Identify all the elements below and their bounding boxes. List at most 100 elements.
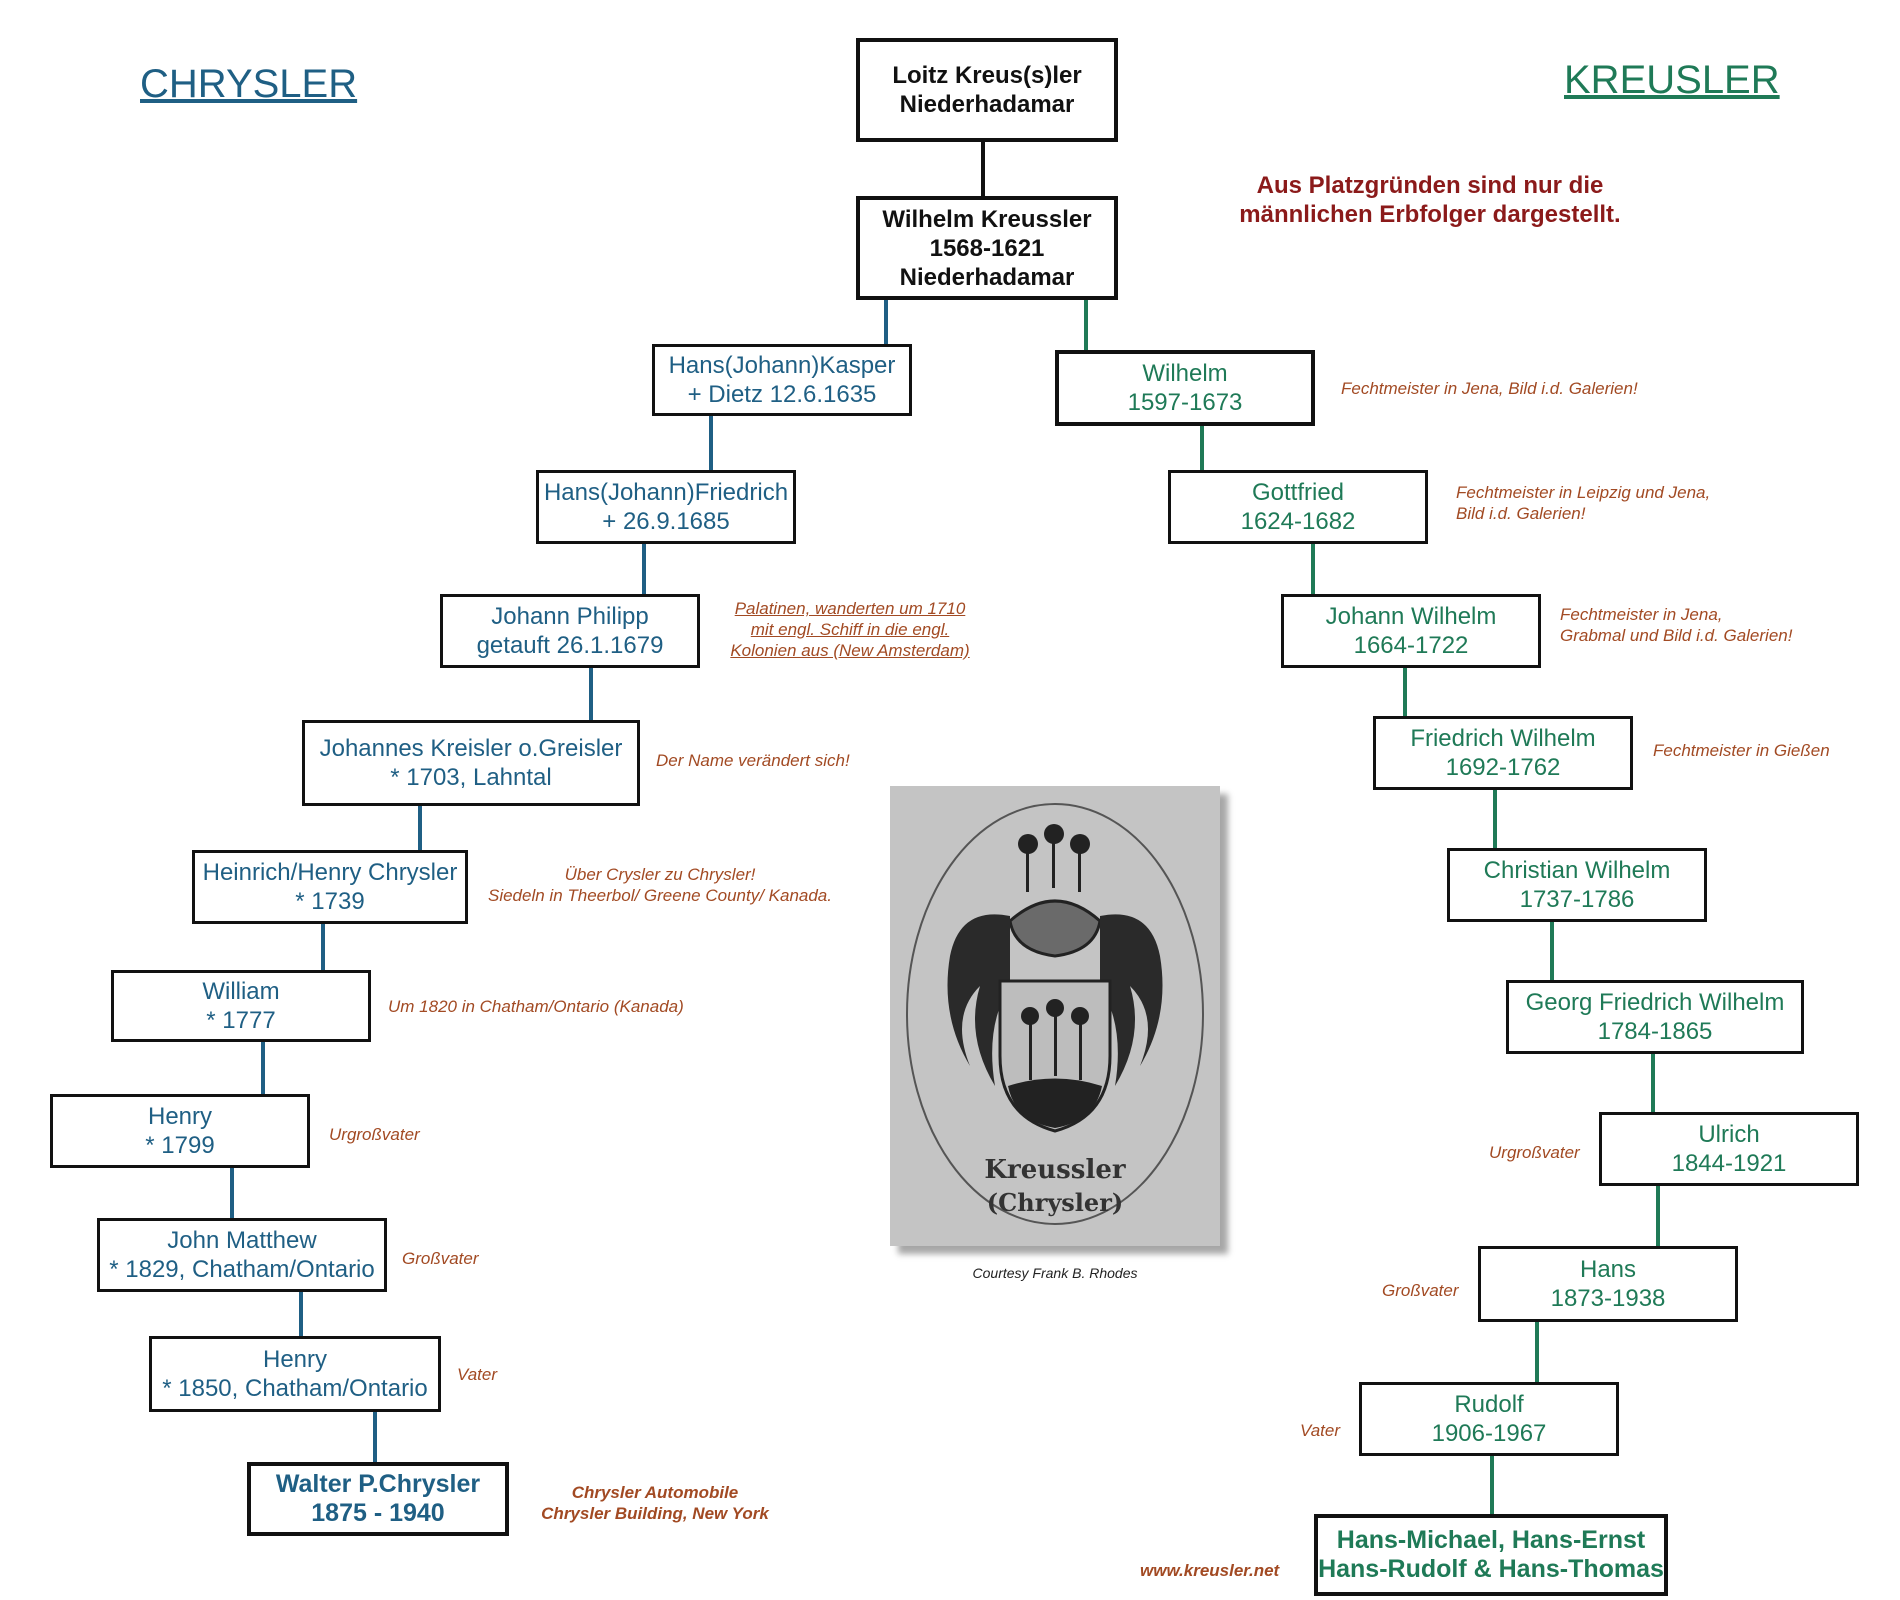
connector-kreusler-start (1084, 298, 1088, 352)
note-vater-chrysler: Vater (457, 1365, 498, 1384)
node-wilhelm-1597: Wilhelm 1597-1673 (1055, 350, 1315, 426)
coat-of-arms-drawing: Kreussler (Chrysler) (906, 803, 1204, 1225)
mantling-left (947, 914, 1010, 1086)
helmet (1008, 899, 1102, 958)
node-friedrich-wilhelm: Friedrich Wilhelm 1692-1762 (1373, 716, 1633, 790)
node-detail: * 1777 (206, 1007, 276, 1034)
node-christian-wilhelm: Christian Wilhelm 1737-1786 (1447, 848, 1707, 922)
notice-line: männlichen Erbfolger dargestellt. (1239, 201, 1621, 228)
connector-kreusler (1403, 666, 1407, 716)
node-name: Georg Friedrich Wilhelm (1525, 989, 1785, 1016)
note-grossvater-kreusler: Großvater (1382, 1281, 1459, 1300)
node-name: Friedrich Wilhelm (1410, 725, 1596, 752)
node-william: William * 1777 (111, 970, 371, 1042)
note-line: Palatinen, wanderten um 1710 (734, 599, 966, 618)
node-name: Johann Wilhelm (1325, 603, 1497, 630)
note-line: Chrysler Automobile (571, 1483, 739, 1502)
node-henry-1799: Henry * 1799 (50, 1094, 310, 1168)
connector-kreusler (1550, 920, 1554, 980)
note-line: Siedeln in Theerbol/ Greene County/ Kana… (487, 886, 832, 905)
node-detail: 1873-1938 (1550, 1285, 1666, 1312)
coat-of-arms-image: Kreussler (Chrysler) (890, 786, 1220, 1246)
node-hans-johann-friedrich: Hans(Johann)Friedrich + 26.9.1685 (536, 470, 796, 544)
note-fechtmeister-giessen: Fechtmeister in Gießen (1653, 741, 1830, 760)
node-name: Henry (262, 1346, 328, 1373)
coat-of-arms-text-kreussler: Kreussler (984, 1155, 1125, 1185)
node-detail: * 1739 (295, 888, 365, 915)
note-fechtmeister-leipzig: Fechtmeister in Leipzig und Jena, Bild i… (1456, 482, 1710, 524)
note-palatinen: Palatinen, wanderten um 1710 mit engl. S… (720, 598, 980, 661)
node-detail: getauft 26.1.1679 (476, 632, 664, 659)
node-detail: 1784-1865 (1597, 1018, 1713, 1045)
connector-chrysler (709, 414, 713, 470)
note-urgrossvater-chrysler: Urgroßvater (329, 1125, 420, 1144)
node-johannes-kreisler: Johannes Kreisler o.Greisler * 1703, Lah… (302, 720, 640, 806)
node-name: Wilhelm (1142, 360, 1228, 387)
crest-flowers (1018, 824, 1090, 892)
node-detail: * 1850, Chatham/Ontario (162, 1375, 428, 1402)
connector-chrysler (373, 1410, 377, 1462)
connector-kreusler (1200, 424, 1204, 470)
space-notice: Aus Platzgründen sind nur die männlichen… (1230, 171, 1630, 229)
connector-chrysler (642, 542, 646, 594)
connector-kreusler (1490, 1454, 1494, 1514)
node-detail: Niederhadamar (899, 91, 1075, 118)
node-detail: 1597-1673 (1127, 389, 1243, 416)
node-name: Hans(Johann)Kasper (668, 352, 896, 379)
note-line: Grabmal und Bild i.d. Galerien! (1560, 626, 1793, 645)
node-name: Henry (147, 1103, 213, 1130)
node-name: Christian Wilhelm (1483, 857, 1671, 884)
node-name: Wilhelm Kreussler (882, 205, 1092, 233)
note-urgrossvater-kreusler: Urgroßvater (1489, 1143, 1580, 1162)
node-detail: 1737-1786 (1519, 886, 1635, 913)
node-name: John Matthew (167, 1227, 317, 1254)
connector-chrysler (230, 1166, 234, 1218)
node-loitz-kreussler: Loitz Kreus(s)ler Niederhadamar (856, 38, 1118, 142)
note-grossvater-chrysler: Großvater (402, 1249, 479, 1268)
oval-frame (906, 803, 1204, 1225)
node-detail: * 1799 (145, 1132, 215, 1159)
node-name: Walter P.Chrysler (275, 1470, 481, 1498)
node-rudolf: Rudolf 1906-1967 (1359, 1382, 1619, 1456)
node-johann-philipp: Johann Philipp getauft 26.1.1679 (440, 594, 700, 668)
node-name: Johannes Kreisler o.Greisler (319, 735, 623, 762)
note-name-change: Der Name verändert sich! (656, 751, 850, 770)
title-kreusler: KREUSLER (1564, 58, 1780, 102)
node-detail: * 1829, Chatham/Ontario (109, 1256, 375, 1283)
connector-kreusler (1311, 542, 1315, 594)
connector-chrysler (299, 1290, 303, 1336)
node-detail: + Dietz 12.6.1635 (687, 381, 877, 408)
node-name: Heinrich/Henry Chrysler (202, 859, 458, 886)
note-line: Bild i.d. Galerien! (1456, 504, 1586, 523)
node-detail: 1875 - 1940 (311, 1499, 445, 1527)
note-line: Über Crysler zu Chrysler! (564, 865, 756, 884)
node-hans-johann-kasper: Hans(Johann)Kasper + Dietz 12.6.1635 (652, 344, 912, 416)
connector-kreusler (1535, 1320, 1539, 1382)
node-john-matthew: John Matthew * 1829, Chatham/Ontario (97, 1218, 387, 1292)
node-name: Rudolf (1454, 1391, 1524, 1418)
connector-chrysler (418, 804, 422, 850)
note-line: Fechtmeister in Leipzig und Jena, (1456, 483, 1711, 502)
note-crysler: Über Crysler zu Chrysler! Siedeln in The… (470, 864, 850, 906)
node-detail: 1906-1967 (1431, 1420, 1547, 1447)
node-detail: 1692-1762 (1445, 754, 1561, 781)
node-name: Johann Philipp (491, 603, 649, 630)
connector-chrysler-start (884, 298, 888, 344)
node-detail: 1624-1682 (1240, 508, 1356, 535)
node-detail: + 26.9.1685 (602, 508, 730, 535)
node-henry-1850: Henry * 1850, Chatham/Ontario (149, 1336, 441, 1412)
connector-kreusler (1493, 788, 1497, 848)
shield-flowers (1021, 999, 1089, 1080)
node-name: Hans (1579, 1256, 1637, 1283)
node-heinrich-henry-chrysler: Heinrich/Henry Chrysler * 1739 (192, 850, 468, 924)
node-name: Loitz Kreus(s)ler (892, 62, 1082, 89)
note-line: Fechtmeister in Jena, (1560, 605, 1723, 624)
connector-kreusler (1651, 1052, 1655, 1112)
node-name: Hans-Rudolf & Hans-Thomas (1318, 1555, 1664, 1583)
notice-line: Aus Platzgründen sind nur die (1256, 172, 1604, 199)
note-chrysler-automobile: Chrysler Automobile Chrysler Building, N… (520, 1482, 790, 1524)
note-line: mit engl. Schiff in die engl. (750, 620, 950, 639)
note-vater-kreusler: Vater (1300, 1421, 1341, 1440)
website-link[interactable]: www.kreusler.net (1140, 1561, 1280, 1580)
connector-chrysler (261, 1040, 265, 1094)
